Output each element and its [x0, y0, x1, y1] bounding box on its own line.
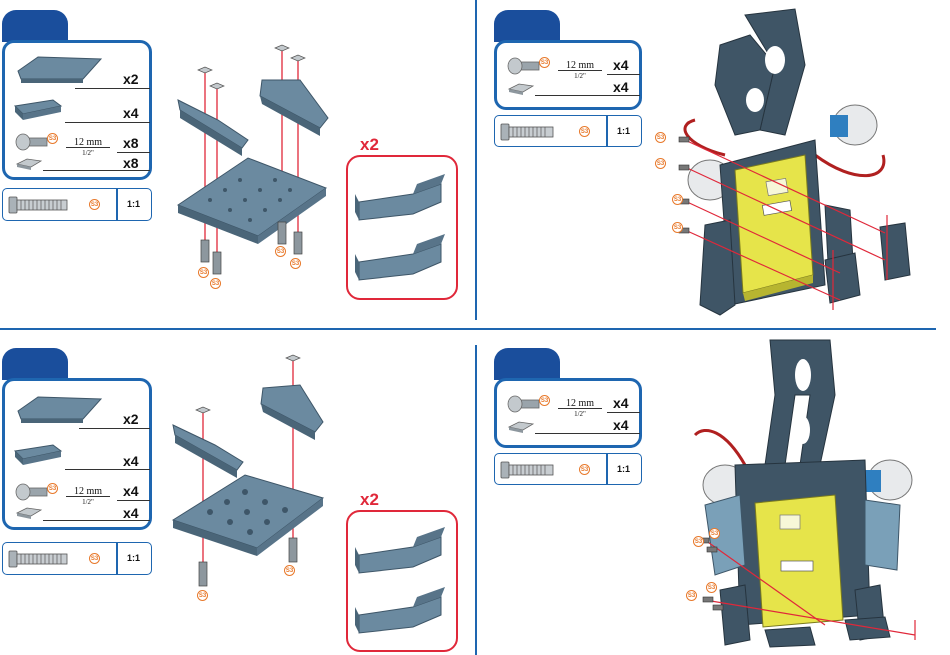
step-2-robot-illustration — [665, 5, 930, 320]
s3-badge: S3 — [706, 582, 717, 593]
qty-underline — [43, 170, 150, 171]
part-qty: x4 — [123, 505, 139, 521]
screw-length-inch: 1/2" — [555, 71, 605, 82]
scale-separator — [606, 116, 608, 146]
screw-length-inch: 1/2" — [555, 409, 605, 420]
nut-icon — [15, 158, 45, 172]
measure-line — [66, 496, 110, 497]
scale-separator — [606, 454, 608, 484]
nut-icon — [15, 507, 45, 521]
qty-underline — [75, 88, 150, 89]
qty-underline — [607, 74, 640, 75]
scale-separator — [116, 189, 118, 220]
divider-vertical-bottom — [475, 345, 477, 655]
part-qty: x8 — [123, 135, 139, 151]
screw-length-inch: 1/2" — [63, 148, 113, 159]
base-plate-icon — [13, 393, 103, 425]
base-plate-icon — [13, 53, 103, 83]
qty-underline — [43, 520, 150, 521]
step-4-scale-bar: S3 1:1 — [494, 453, 642, 485]
s3-badge: S3 — [290, 258, 301, 269]
step-4-robot-illustration — [685, 335, 935, 655]
step-2-scale-bar: S3 1:1 — [494, 115, 642, 147]
screw-scale-icon — [501, 122, 561, 142]
subassembly-box — [346, 155, 458, 300]
subassembly-box — [346, 510, 458, 652]
scale-separator — [116, 543, 118, 574]
qty-underline — [607, 412, 640, 413]
step-3-tab — [2, 348, 68, 380]
part-qty: x4 — [613, 417, 629, 433]
qty-underline — [117, 152, 150, 153]
screw-scale-icon — [9, 195, 69, 215]
step-1-assembly-illustration — [170, 40, 340, 290]
s3-badge: S3 — [655, 132, 666, 143]
divider-horizontal — [0, 328, 936, 330]
s3-badge: S3 — [197, 590, 208, 601]
s3-badge: S3 — [47, 483, 58, 494]
part-qty: x4 — [123, 453, 139, 469]
multiplier-label: x2 — [360, 490, 379, 510]
step-4-parts-panel: S3 12 mm 1/2" x4 x4 — [494, 378, 642, 448]
s3-badge: S3 — [89, 199, 100, 210]
nut-icon — [507, 421, 537, 435]
s3-badge: S3 — [284, 565, 295, 576]
qty-underline — [79, 428, 150, 429]
s3-badge: S3 — [655, 158, 666, 169]
s3-badge: S3 — [709, 528, 720, 539]
step-1-tab — [2, 10, 68, 42]
step-1-scale-bar: S3 1:1 — [2, 188, 152, 221]
step-2-tab — [494, 10, 560, 42]
step-3-scale-bar: S3 1:1 — [2, 542, 152, 575]
part-qty: x4 — [613, 57, 629, 73]
scale-ratio: 1:1 — [617, 126, 630, 136]
part-qty: x4 — [123, 483, 139, 499]
part-qty: x2 — [123, 71, 139, 87]
qty-underline — [65, 122, 150, 123]
bracket-pair-icon — [353, 162, 453, 292]
s3-badge: S3 — [89, 553, 100, 564]
s3-badge: S3 — [686, 590, 697, 601]
part-qty: x2 — [123, 411, 139, 427]
step-4-tab — [494, 348, 560, 380]
qty-underline — [117, 500, 150, 501]
screw-scale-icon — [501, 460, 561, 480]
s3-badge: S3 — [210, 278, 221, 289]
scale-ratio: 1:1 — [127, 553, 140, 563]
s3-badge: S3 — [672, 194, 683, 205]
part-qty: x4 — [613, 79, 629, 95]
scale-ratio: 1:1 — [617, 464, 630, 474]
s3-badge: S3 — [275, 246, 286, 257]
part-qty: x4 — [613, 395, 629, 411]
qty-underline — [65, 469, 150, 470]
screw-scale-icon — [9, 549, 69, 569]
scale-ratio: 1:1 — [127, 199, 140, 209]
measure-line — [66, 147, 110, 148]
step-3-parts-panel: x2 x4 S3 12 mm 1/2" x4 x4 — [2, 378, 152, 530]
measure-line — [558, 70, 602, 71]
bracket-icon — [13, 98, 63, 120]
qty-underline — [535, 95, 640, 96]
multiplier-label: x2 — [360, 135, 379, 155]
bracket-icon — [13, 443, 63, 465]
s3-badge: S3 — [539, 57, 550, 68]
divider-vertical-top — [475, 0, 477, 320]
s3-badge: S3 — [693, 536, 704, 547]
part-qty: x8 — [123, 155, 139, 171]
s3-badge: S3 — [539, 395, 550, 406]
bracket-pair-icon — [353, 515, 453, 645]
measure-line — [558, 408, 602, 409]
screw-length-inch: 1/2" — [63, 497, 113, 508]
s3-badge: S3 — [47, 133, 58, 144]
s3-badge: S3 — [579, 464, 590, 475]
qty-underline — [535, 433, 640, 434]
s3-badge: S3 — [198, 267, 209, 278]
step-2-parts-panel: S3 12 mm 1/2" x4 x4 — [494, 40, 642, 110]
step-1-parts-panel: x2 x4 S3 12 mm 1/2" x8 x8 — [2, 40, 152, 180]
nut-icon — [507, 83, 537, 97]
s3-badge: S3 — [672, 222, 683, 233]
step-3-assembly-illustration — [165, 350, 340, 600]
part-qty: x4 — [123, 105, 139, 121]
s3-badge: S3 — [579, 126, 590, 137]
